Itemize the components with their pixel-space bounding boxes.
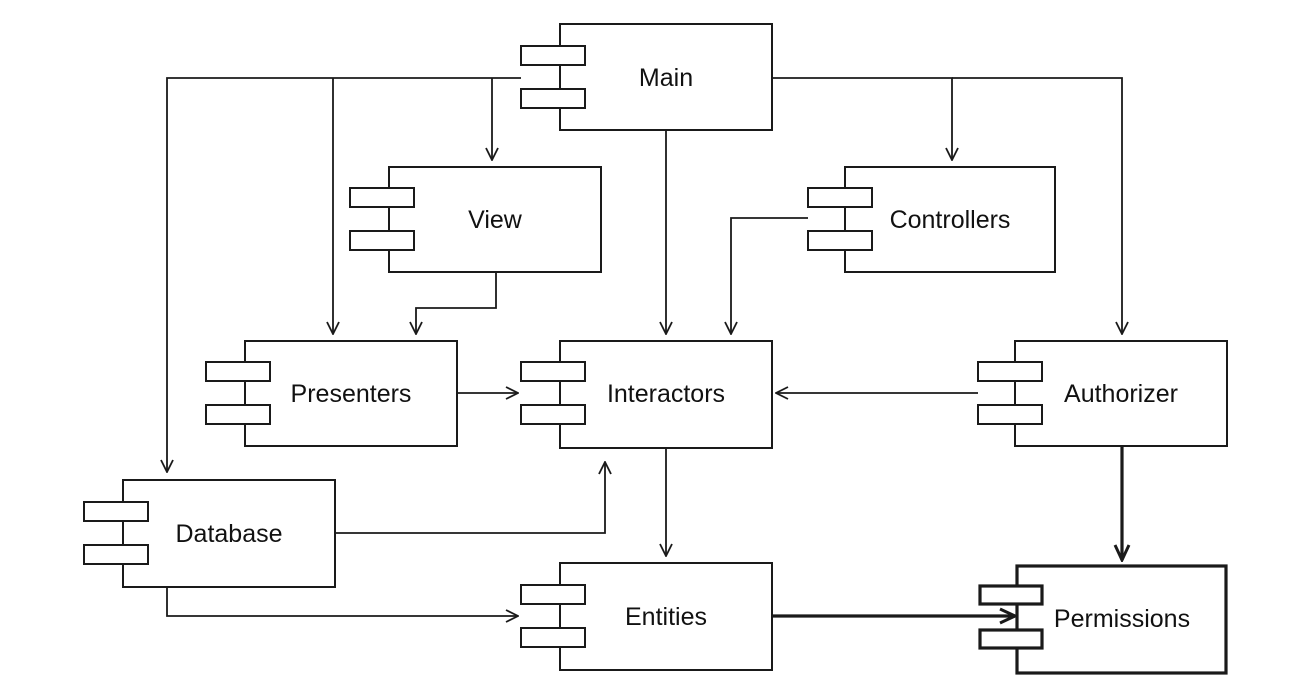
component-label-authorizer: Authorizer [1064, 380, 1178, 408]
edge-database-interactors [335, 462, 605, 534]
component-tab [977, 404, 1043, 425]
component-tab [520, 584, 586, 605]
component-permissions: Permissions [978, 564, 1228, 675]
component-interactors: Interactors [520, 340, 773, 449]
component-tab [520, 88, 586, 109]
component-tab [349, 230, 415, 251]
component-label-presenters: Presenters [291, 380, 412, 408]
edge-main-authorizer [952, 77, 1122, 334]
edge-view-presenters [416, 272, 497, 334]
dependency-arrows [166, 77, 1122, 616]
component-label-main: Main [639, 64, 693, 92]
edge-controllers-interactors [731, 217, 808, 334]
component-tab [83, 544, 149, 565]
component-tab [520, 361, 586, 382]
component-tab [349, 187, 415, 208]
component-tab [978, 584, 1044, 606]
component-tab [83, 501, 149, 522]
component-tab [978, 628, 1044, 650]
component-label-entities: Entities [625, 603, 707, 631]
component-label-controllers: Controllers [890, 206, 1011, 234]
component-entities: Entities [520, 562, 773, 671]
component-controllers: Controllers [807, 166, 1056, 273]
component-main: Main [520, 23, 773, 131]
component-tab [520, 404, 586, 425]
edge-main-database [167, 77, 521, 472]
component-label-interactors: Interactors [607, 380, 725, 408]
component-tab [205, 404, 271, 425]
component-tab [520, 627, 586, 648]
component-label-database: Database [175, 520, 282, 548]
component-database: Database [83, 479, 336, 588]
component-label-view: View [468, 206, 523, 234]
component-presenters: Presenters [205, 340, 458, 447]
component-label-permissions: Permissions [1054, 605, 1190, 633]
component-tab [807, 230, 873, 251]
component-view: View [349, 166, 602, 273]
edge-main-controllers [772, 77, 952, 160]
component-tab [977, 361, 1043, 382]
edge-database-entities [166, 587, 518, 616]
component-tab [807, 187, 873, 208]
component-authorizer: Authorizer [977, 340, 1228, 447]
component-tab [520, 45, 586, 66]
component-tab [205, 361, 271, 382]
